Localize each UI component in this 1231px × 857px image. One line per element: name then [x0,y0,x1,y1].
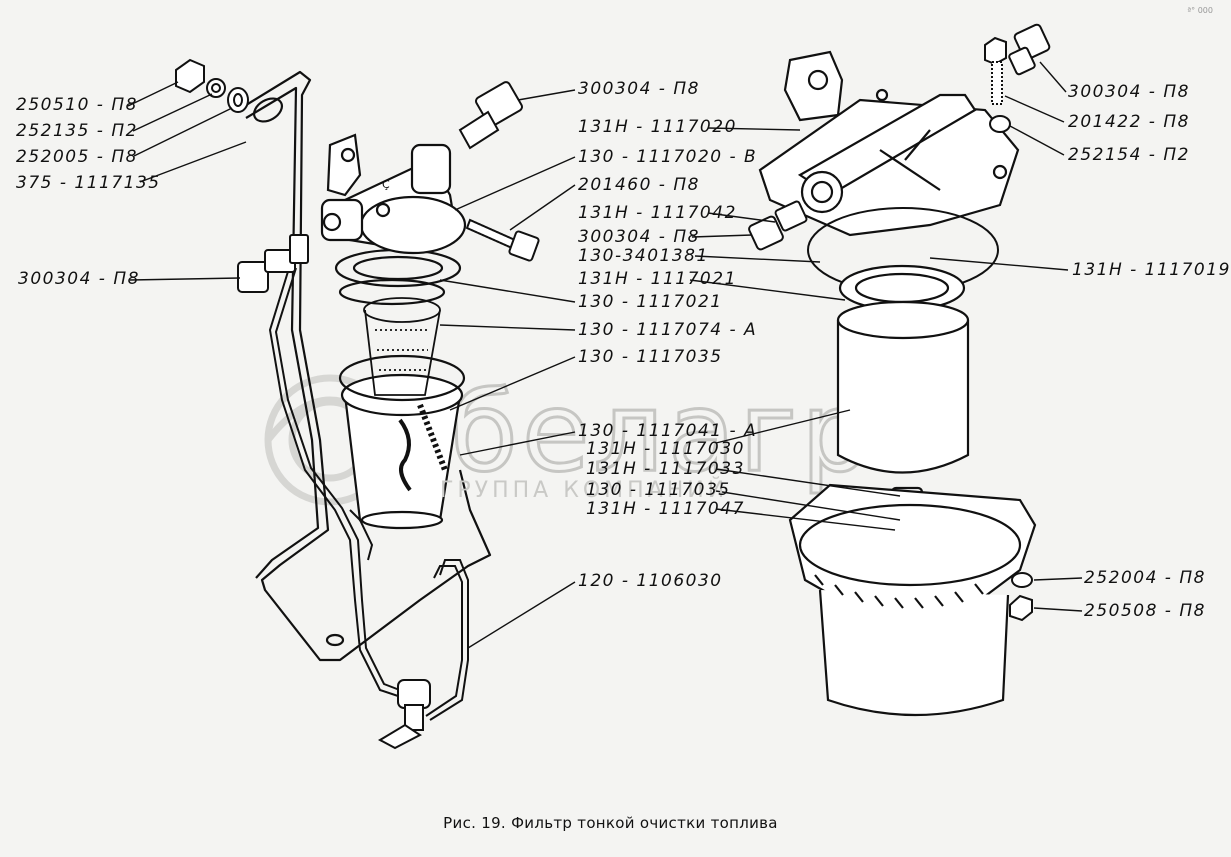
filter-head-left: Ç [320,133,467,255]
label-252005-p8: 252005 - П8 [16,147,138,167]
bolt-201422-right [984,23,1051,133]
bracket-375-1117135 [237,70,492,662]
label-120-1106030: 120 - 1106030 [578,571,723,591]
nut-washer-right-bottom [1009,572,1033,622]
label-131n-1117047: 131Н - 1117047 [586,499,745,519]
label-130-1117074-a: 130 - 1117074 - А [578,320,758,340]
fitting-300304-left [237,234,309,293]
label-131n-1117019: 131Н - 1117019 [1072,260,1231,280]
label-300304-p8-far-right: 300304 - П8 [1068,82,1190,102]
label-300304-p8-right-filter: 300304 - П8 [578,227,700,247]
watermark-subtitle: ГРУППА КОМПАНИЙ [440,478,729,503]
corner-mark: ª° 000 [1187,6,1213,15]
label-131n-1117033: 131Н - 1117033 [586,459,745,479]
label-250508-p8: 250508 - П8 [1084,601,1206,621]
seal-rings-left [334,248,462,306]
label-252154-p2: 252154 - П2 [1068,145,1190,165]
drain-tap [377,679,431,750]
label-250510-p8: 250510 - П8 [16,95,138,115]
filter-element-left [363,297,448,492]
label-300304-p8-left: 300304 - П8 [18,269,140,289]
fitting-300304-center [458,81,523,150]
label-201460-p8: 201460 - П8 [578,175,700,195]
svg-text:Ç: Ç [382,178,390,191]
label-252004-p8: 252004 - П8 [1084,568,1206,588]
fuel-pipe-left [268,264,411,701]
label-130-1117035-center: 130 - 1117035 [578,347,723,367]
label-130-3401381: 130-3401381 [578,246,709,266]
figure-caption: Рис. 19. Фильтр тонкой очистки топлива [443,814,778,832]
label-130-1117021: 130 - 1117021 [578,292,723,312]
filter-housing-right [788,483,1037,717]
label-300304-p8-center: 300304 - П8 [578,79,700,99]
label-130-1117020-v: 130 - 1117020 - В [578,147,758,167]
filter-head-right [758,50,1020,237]
fitting-131n-1117042 [748,200,808,251]
label-131n-1117030: 131Н - 1117030 [586,439,745,459]
filter-cartridge-right [836,264,970,474]
label-131n-1117020: 131Н - 1117020 [578,117,737,137]
bolt-201460 [465,218,540,262]
label-201422-p8: 201422 - П8 [1068,112,1190,132]
label-131n-1117021: 131Н - 1117021 [578,269,737,289]
label-130-1117041-a: 130 - 1117041 - А [578,421,758,441]
label-130-1117035-right: 130 - 1117035 [586,480,731,500]
label-252135-p2: 252135 - П2 [16,121,138,141]
wire-120-1106030 [349,509,469,721]
label-375-1117135: 375 - 1117135 [16,173,161,193]
nut-washers-left [175,58,249,113]
label-131n-1117042: 131Н - 1117042 [578,203,737,223]
leader-lines [127,61,1083,649]
